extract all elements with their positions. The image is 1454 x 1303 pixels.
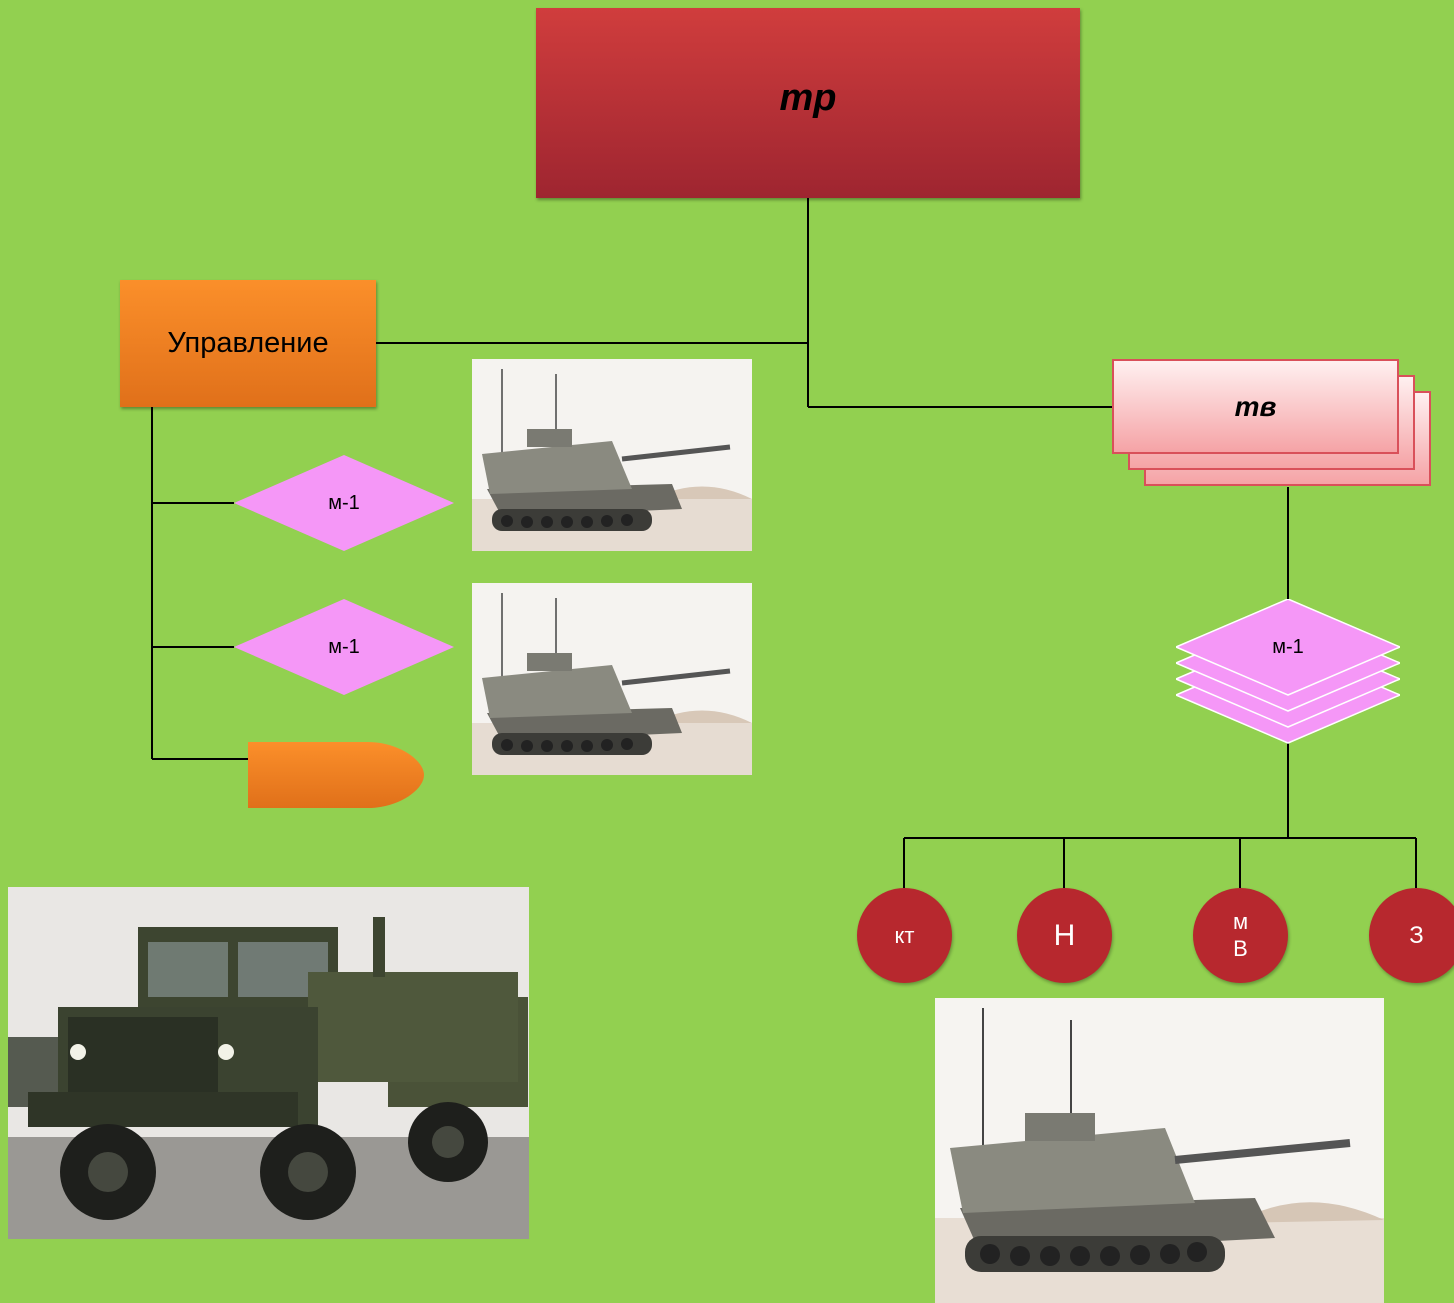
circle-mv-label: м В [1232, 909, 1249, 961]
circle-n: Н [1017, 888, 1112, 983]
circle-kt-label: кт [894, 922, 915, 948]
control-box: Управление [120, 280, 376, 407]
circle-n-label: Н [1053, 918, 1076, 952]
top-unit-label: тр [779, 76, 837, 119]
left-diamond-1-label: м-1 [328, 492, 360, 514]
circle-kt: кт [857, 888, 952, 983]
circle-z-label: З [1409, 921, 1424, 949]
circle-mv: м В [1193, 888, 1288, 983]
truck-photo [8, 887, 529, 1239]
left-diamond-1 [234, 455, 454, 551]
control-box-label: Управление [167, 327, 329, 359]
right-diamond-label: м-1 [1272, 636, 1304, 658]
tank-photo-3 [935, 998, 1384, 1303]
tv-box: тв [1112, 359, 1399, 454]
tv-box-label: тв [1234, 390, 1277, 422]
top-unit-box: тр [536, 8, 1080, 198]
orange-rounded-shape [248, 742, 424, 808]
left-diamond-2-label: м-1 [328, 636, 360, 658]
circle-z: З [1369, 888, 1454, 983]
right-diamond-stack [1176, 599, 1400, 744]
tank-photo-1 [472, 359, 752, 551]
tank-photo-2 [472, 583, 752, 775]
left-diamond-2 [234, 599, 454, 695]
